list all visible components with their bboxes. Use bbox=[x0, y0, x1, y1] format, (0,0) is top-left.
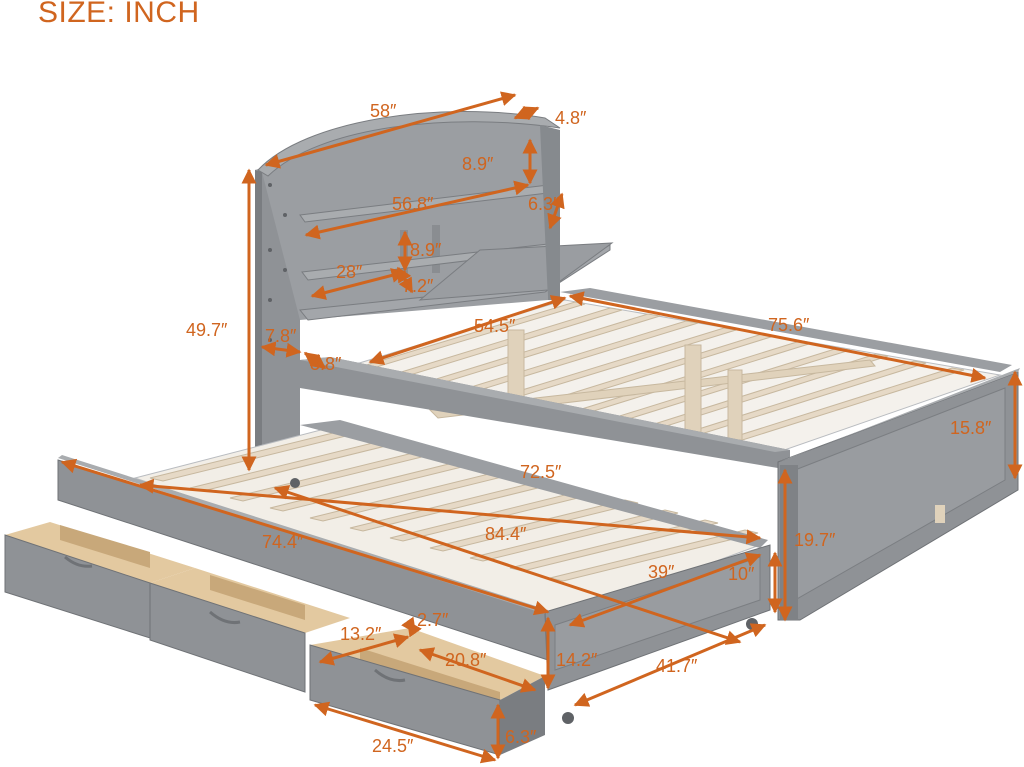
label-post-width: 7.8″ bbox=[265, 326, 297, 346]
label-trundle-width: 39″ bbox=[648, 562, 675, 582]
label-flap-depth: 6.3″ bbox=[528, 194, 560, 214]
label-clearance-height: 19.7″ bbox=[794, 530, 836, 550]
label-trundle-inner-length: 72.5″ bbox=[520, 462, 562, 482]
label-side-rail-gap: 3.8″ bbox=[310, 354, 342, 374]
label-compartment-width: 28″ bbox=[336, 262, 363, 282]
label-diagonal-length: 84.4″ bbox=[485, 524, 527, 544]
label-trundle-outer-length: 74.4″ bbox=[262, 532, 304, 552]
label-shelf-height-mid: 8.9″ bbox=[410, 240, 442, 260]
dimension-labels: 58″ 4.8″ 8.9″ 56.8″ 6.3″ 8.9″ 28″ 7.2″ 4… bbox=[186, 101, 992, 756]
label-headboard-width: 58″ bbox=[370, 101, 397, 121]
label-shelf-depth-top: 4.8″ bbox=[555, 108, 587, 128]
label-footboard-height: 15.8″ bbox=[950, 418, 992, 438]
label-shelf-inner-width: 56.8″ bbox=[392, 194, 434, 214]
label-trundle-outer-width: 41.7″ bbox=[656, 656, 698, 676]
label-drawer-inner-width: 20.8″ bbox=[445, 650, 487, 670]
label-trundle-height: 10″ bbox=[728, 564, 755, 584]
label-drawer-wall: 2.7″ bbox=[417, 610, 449, 630]
label-compartment-depth: 7.2″ bbox=[402, 276, 434, 296]
label-bed-length: 75.6″ bbox=[768, 315, 810, 335]
diagram-title: SIZE: INCH bbox=[38, 0, 200, 29]
dimension-lines bbox=[60, 91, 1023, 764]
label-headboard-height: 49.7″ bbox=[186, 320, 228, 340]
label-shelf-height-top: 8.9″ bbox=[462, 154, 494, 174]
label-trundle-frame-height: 14.2″ bbox=[556, 650, 598, 670]
label-drawer-depth: 13.2″ bbox=[340, 624, 382, 644]
label-drawer-height: 6.3″ bbox=[505, 727, 537, 747]
label-bed-inner-width: 54.5″ bbox=[474, 316, 516, 336]
label-drawer-width: 24.5″ bbox=[372, 736, 414, 756]
